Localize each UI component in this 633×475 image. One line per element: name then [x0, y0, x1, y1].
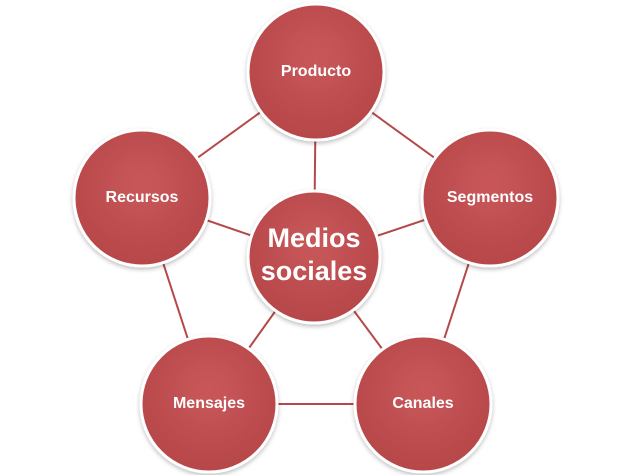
node-mensajes: Mensajes: [139, 334, 279, 474]
node-segmentos: Segmentos: [420, 128, 560, 268]
center-circle: [246, 189, 382, 325]
center-label-line-1: Medios: [267, 223, 360, 253]
node-label: Segmentos: [447, 189, 533, 206]
center-label-line-2: sociales: [261, 256, 368, 286]
node-circle: [246, 2, 386, 142]
node-circle: [420, 128, 560, 268]
node-circle: [72, 128, 212, 268]
center-node: Medios sociales: [246, 189, 382, 325]
node-canales: Canales: [353, 334, 493, 474]
node-recursos: Recursos: [72, 128, 212, 268]
node-circle: [353, 334, 493, 474]
node-label: Recursos: [106, 189, 179, 206]
node-producto: Producto: [246, 2, 386, 142]
node-circle: [139, 334, 279, 474]
node-label: Mensajes: [173, 395, 245, 412]
node-label: Canales: [392, 395, 453, 412]
node-label: Producto: [281, 63, 351, 80]
